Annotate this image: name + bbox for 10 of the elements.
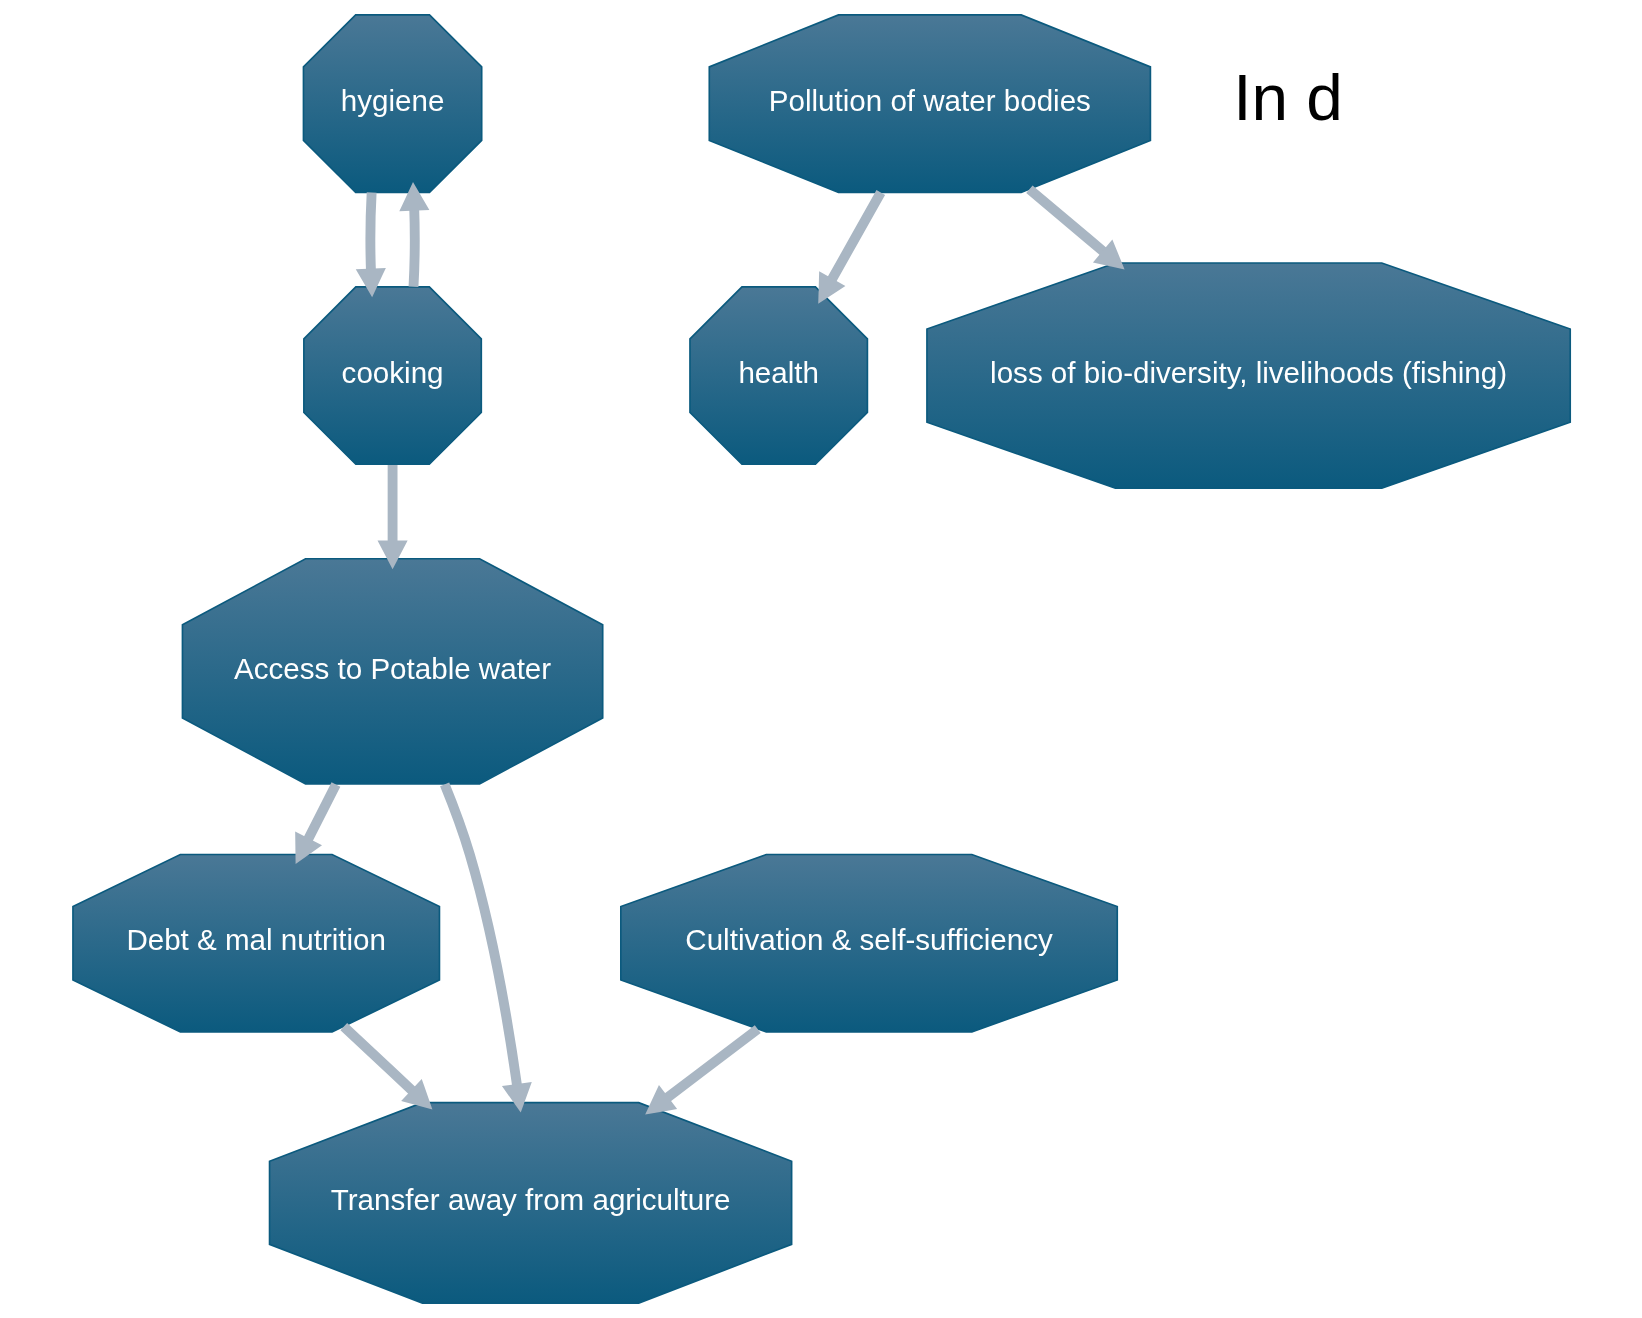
arrow bbox=[377, 465, 408, 570]
arrow bbox=[439, 782, 532, 1113]
label: In d bbox=[1232, 61, 1343, 135]
arrow bbox=[398, 181, 429, 287]
arrow bbox=[817, 190, 885, 304]
arrow bbox=[355, 192, 386, 298]
arrow bbox=[1025, 185, 1125, 270]
arrow bbox=[644, 1025, 761, 1115]
arrow bbox=[339, 1023, 432, 1110]
arrow bbox=[294, 782, 340, 864]
